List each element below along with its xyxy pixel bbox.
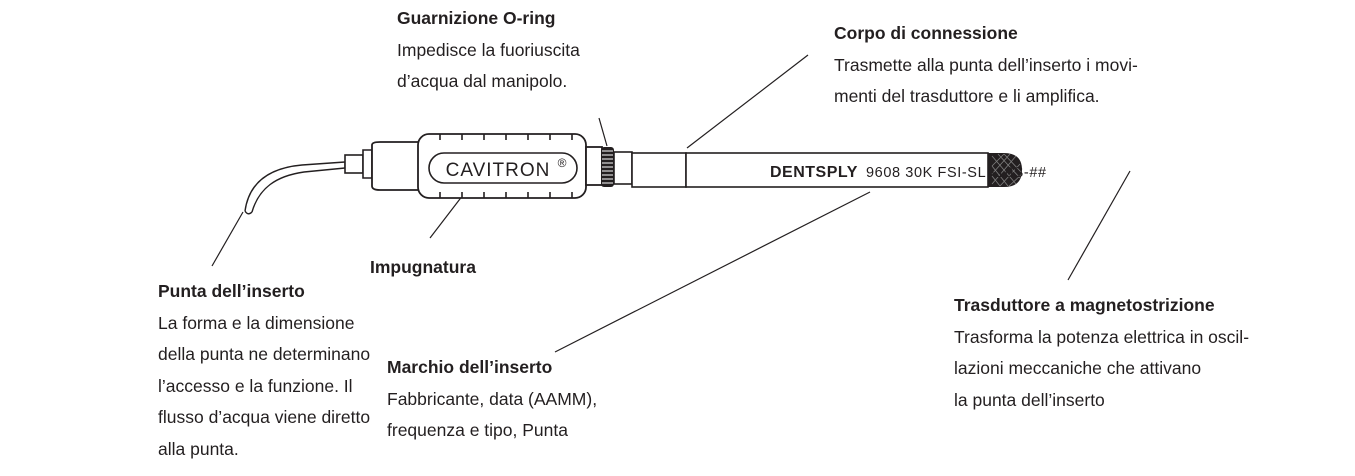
transducer-desc-line-3: la punta dell’inserto	[954, 389, 1105, 410]
tip-desc-line-2: della punta ne determinano	[158, 344, 371, 364]
transducer-title: Trasduttore a magnetostrizione	[954, 295, 1215, 315]
connection-body	[631, 152, 687, 188]
tip-callout: Punta dell’inserto La forma e la dimensi…	[158, 276, 370, 465]
transducer-callout: Trasduttore a magnetostrizione Trasforma…	[954, 290, 1249, 416]
oring-desc-line-1: Impedisce la fuoriuscita	[397, 39, 580, 60]
connection-desc-line-2: menti del trasduttore e li amplifica.	[834, 86, 1100, 106]
brand-mark-desc-line-2: frequenza e tipo, Punta	[387, 420, 568, 440]
brand-mark-desc-line-1: Fabbricante, data (AAMM),	[387, 388, 598, 409]
o-ring-seat	[613, 151, 633, 185]
grip-title: Impugnatura	[370, 257, 476, 277]
leader-transducer	[1067, 170, 1131, 281]
leader-connection	[686, 54, 809, 149]
grip-logo-registered-mark: ®	[558, 156, 567, 170]
connection-title: Corpo di connessione	[834, 23, 1018, 43]
leader-brand-mark	[554, 191, 871, 353]
end-cap-knurl	[991, 153, 1023, 188]
leader-oring	[598, 117, 608, 147]
brand-mark-title: Marchio dell’inserto	[387, 357, 553, 377]
tip-desc-line-3: l’accesso e la funzione. Il	[158, 375, 353, 396]
o-ring	[601, 147, 614, 187]
oring-desc-line-2: d’acqua dal manipolo.	[397, 71, 568, 91]
brand-name: DENTSPLY	[770, 164, 858, 181]
connection-desc-line-1: Trasmette alla punta dell’inserto i movi…	[834, 54, 1138, 75]
grip-ribs	[439, 134, 573, 198]
tip-title: Punta dell’inserto	[158, 281, 305, 301]
grip-callout: Impugnatura	[370, 252, 476, 284]
tip-desc-line-1: La forma e la dimensione	[158, 312, 355, 333]
grip-logo-badge	[428, 152, 578, 184]
grip-logo-text: CAVITRON	[446, 160, 551, 181]
connection-callout: Corpo di connessione Trasmette alla punt…	[834, 18, 1138, 113]
tip-desc-line-5: alla punta.	[158, 438, 239, 459]
model-code: 9608 30K FSI-SLI-10S-##	[866, 165, 1047, 181]
insert-tip	[244, 161, 346, 215]
transducer-desc-line-2: lazioni meccaniche che attivano	[954, 358, 1202, 378]
leader-grip	[429, 194, 464, 239]
oring-title: Guarnizione O-ring	[397, 8, 556, 28]
tip-collar	[344, 149, 373, 179]
oring-callout: Guarnizione O-ring Impedisce la fuoriusc…	[397, 3, 580, 98]
brand-mark-callout: Marchio dell’inserto Fabbricante, data (…	[387, 352, 597, 447]
tip-desc-line-4: flusso d’acqua viene diretto	[158, 407, 371, 427]
leader-tip	[211, 211, 244, 267]
transducer-desc-line-1: Trasforma la potenza elettrica in oscil-	[954, 326, 1250, 347]
